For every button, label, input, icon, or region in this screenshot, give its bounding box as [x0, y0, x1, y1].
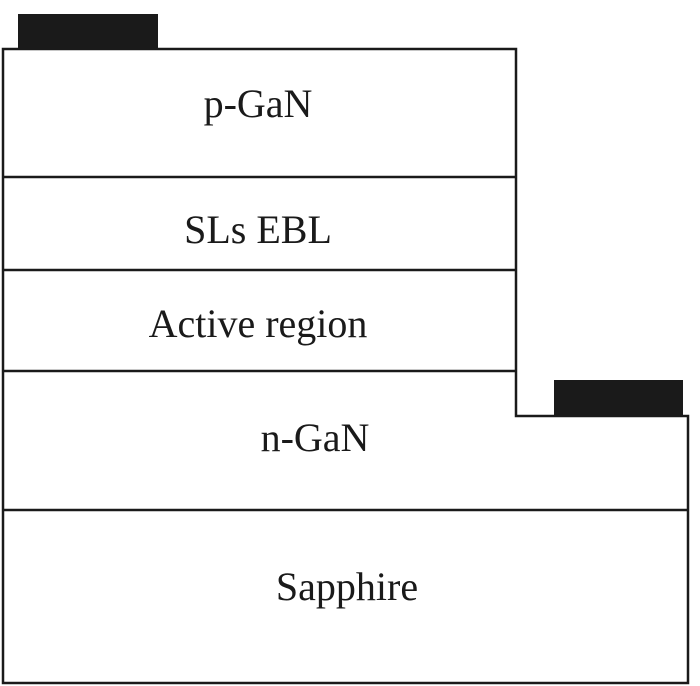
n-contact-electrode [554, 380, 683, 416]
device-outline [1, 47, 690, 685]
active-region-label: Active region [149, 301, 368, 346]
p-gan-label: p-GaN [204, 81, 313, 126]
p-contact-electrode [18, 14, 158, 49]
sls-ebl-label: SLs EBL [184, 207, 332, 252]
sapphire-label: Sapphire [276, 564, 418, 609]
n-gan-label: n-GaN [261, 415, 370, 460]
